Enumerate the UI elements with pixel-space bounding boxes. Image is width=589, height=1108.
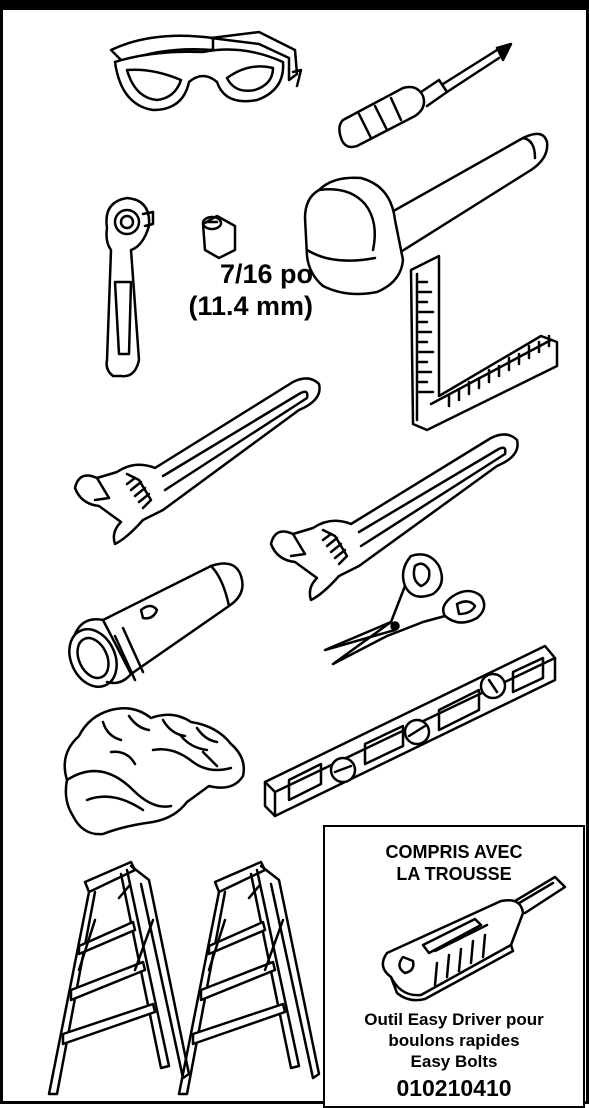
ratchet-icon <box>105 196 155 378</box>
safety-glasses-icon <box>109 30 303 112</box>
adjustable-wrench-icon-2 <box>269 433 519 602</box>
carpenter-square-icon <box>409 254 559 432</box>
socket-size-imperial: 7/16 po <box>219 259 313 289</box>
socket-size-label: 7/16 po (11.4 mm) <box>153 258 313 322</box>
adjustable-wrench-icon <box>73 377 321 546</box>
kit-desc-line-2: boulons rapides <box>388 1031 520 1050</box>
step-ladder-icon <box>47 860 191 1096</box>
step-ladder-icon-2 <box>177 860 321 1096</box>
kit-title: COMPRIS AVEC LA TROUSSE <box>325 841 583 885</box>
kit-part-number: 010210410 <box>396 1075 512 1101</box>
socket-icon <box>201 214 237 260</box>
kit-tool-description: Outil Easy Driver pour boulons rapides E… <box>325 1009 583 1072</box>
work-gloves-icon <box>63 707 245 836</box>
tools-illustration <box>47 30 559 1096</box>
level-icon <box>263 644 557 818</box>
scissors-icon <box>323 553 486 666</box>
included-with-kit-box: COMPRIS AVEC LA TROUSSE Outil Easy Drive… <box>323 825 585 1108</box>
easy-driver-tool-icon <box>381 875 567 1002</box>
socket-size-metric: (11.4 mm) <box>188 291 313 321</box>
kit-desc-line-3: Easy Bolts <box>410 1052 498 1071</box>
kit-title-line-1: COMPRIS AVEC <box>385 842 523 862</box>
kit-title-line-2: LA TROUSSE <box>396 864 512 884</box>
kit-desc-line-1: Outil Easy Driver pour <box>364 1010 544 1029</box>
screwdriver-icon <box>338 42 513 149</box>
flashlight-icon <box>68 562 244 688</box>
rubber-mallet-icon <box>303 132 549 296</box>
